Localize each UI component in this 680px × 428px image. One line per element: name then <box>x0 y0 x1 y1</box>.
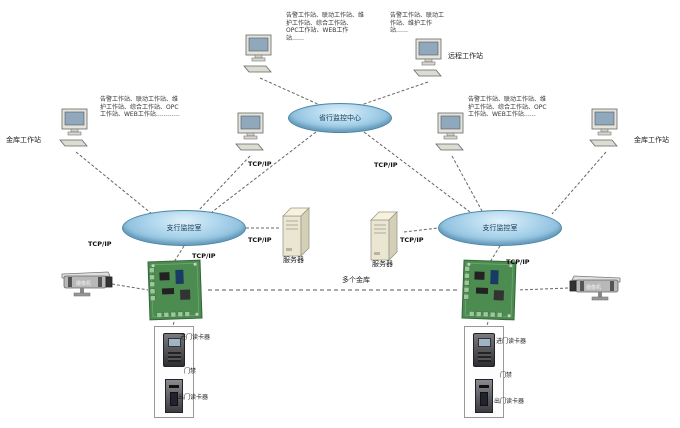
cloud-left-label: 支行监控室 <box>166 224 202 232</box>
vault-workstation-right-label: 金库工作站 <box>634 136 669 144</box>
server-icon-right <box>370 211 398 261</box>
multiple-vaults-label: 多个金库 <box>342 276 370 284</box>
workstation-icon-left-outer <box>59 108 88 147</box>
cloud-center-monitoring: 省行监控中心 <box>288 103 392 133</box>
exit-reader-label-right: 出门读卡器 <box>494 398 525 405</box>
exit-reader-device-icon <box>475 379 493 413</box>
workstation-icon-right-inner <box>435 112 464 151</box>
workstation-icon-left-inner <box>235 112 264 151</box>
reader-slot <box>169 385 179 388</box>
reader-body <box>170 392 178 406</box>
reader-screen <box>167 338 181 347</box>
cloud-right-label: 支行监控室 <box>482 224 518 232</box>
server-left-label: 服务器 <box>283 256 304 264</box>
server-right-label: 服务器 <box>372 260 393 268</box>
door-controller-label-right: 门禁 <box>500 372 513 379</box>
workstation-icon-top-right <box>413 38 442 77</box>
door-unit-left <box>154 326 194 418</box>
workstation-note-top-left: 告警工作站、联动工作站、维护工作站、综合工作站、OPC工作站、WEB工作站…… <box>286 12 365 42</box>
door-unit-right <box>464 326 504 418</box>
tcpip-label-3: TCP/IP <box>88 240 112 248</box>
exit-reader-label-left: 出门读卡器 <box>178 394 209 401</box>
vault-workstation-left-label: 金库工作站 <box>6 136 41 144</box>
camera-icon-left <box>61 271 113 297</box>
camera-left-label: 摄像机 <box>76 281 92 287</box>
camera-icon-right <box>569 275 621 301</box>
tcpip-label-6: TCP/IP <box>400 236 424 244</box>
server-icon-left <box>282 207 310 257</box>
tcpip-label-7: TCP/IP <box>506 258 530 266</box>
workstation-note-top-right: 告警工作站、联动工作站、维护工作站…… <box>390 12 445 34</box>
reader-slot <box>479 385 489 388</box>
reader-keypad <box>167 350 181 362</box>
reader-keypad <box>477 350 491 362</box>
tcpip-label-4: TCP/IP <box>248 236 272 244</box>
exit-reader-device-icon <box>165 379 183 413</box>
cloud-left-branch: 支行监控室 <box>122 210 246 246</box>
tcpip-label-1: TCP/IP <box>248 160 272 168</box>
workstation-note-right: 告警工作站、联动工作站、维护工作站、综合工作站、OPC工作站、WEB工作站…… <box>468 96 547 118</box>
access-control-board-icon-right <box>461 259 517 321</box>
tcpip-label-5: TCP/IP <box>192 252 216 260</box>
tcpip-label-2: TCP/IP <box>374 161 398 169</box>
entry-reader-device-icon <box>163 333 185 367</box>
entry-reader-label-right: 进门读卡器 <box>496 338 527 345</box>
reader-body <box>480 392 488 406</box>
cloud-right-branch: 支行监控室 <box>438 210 562 246</box>
access-control-board-icon-left <box>147 259 203 321</box>
entry-reader-device-icon <box>473 333 495 367</box>
entry-reader-label-left: 进门读卡器 <box>180 334 211 341</box>
remote-workstation-label: 远程工作站 <box>448 52 483 60</box>
reader-screen <box>477 338 491 347</box>
workstation-icon-right-outer <box>589 108 618 147</box>
door-controller-label-left: 门禁 <box>184 368 197 375</box>
workstation-icon-top-left <box>243 34 272 73</box>
cloud-center-label: 省行监控中心 <box>319 114 361 122</box>
camera-right-label: 摄像机 <box>586 285 602 291</box>
workstation-note-left: 告警工作站、联动工作站、维护工作站、综合工作站、OPC工作站、WEB工作站………… <box>100 96 180 118</box>
